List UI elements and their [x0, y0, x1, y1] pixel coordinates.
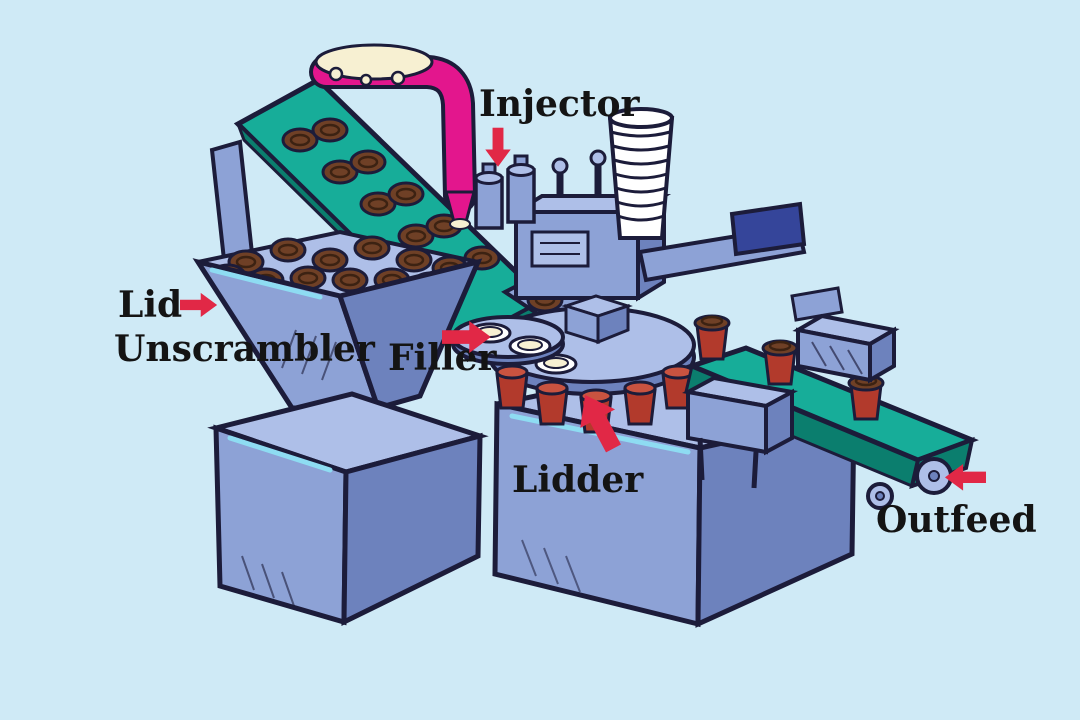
- lid-arrow-icon: [180, 292, 218, 318]
- capper-unit: [792, 313, 900, 384]
- machine-base-left: [207, 391, 489, 627]
- injector-heads: [474, 154, 536, 230]
- label-lidder: Lidder: [512, 459, 644, 501]
- filler-arrow-icon: [442, 320, 492, 354]
- cup-stack: [607, 107, 675, 240]
- lid-unscrambler-hopper: [192, 229, 483, 412]
- label-injector: Injector: [479, 83, 640, 125]
- cream-blob: [314, 43, 434, 81]
- filler-machine-body: [508, 149, 844, 322]
- label-unscrambler: Unscrambler: [114, 328, 375, 370]
- outfeed-arrow-icon: [944, 463, 986, 492]
- lidder-arrow-icon: [566, 384, 632, 459]
- label-outfeed: Outfeed: [876, 499, 1037, 541]
- injector-tube: [309, 43, 477, 230]
- injector-arrow-icon: [484, 127, 511, 168]
- label-lid: Lid: [118, 284, 183, 326]
- lidder-station: [682, 375, 798, 489]
